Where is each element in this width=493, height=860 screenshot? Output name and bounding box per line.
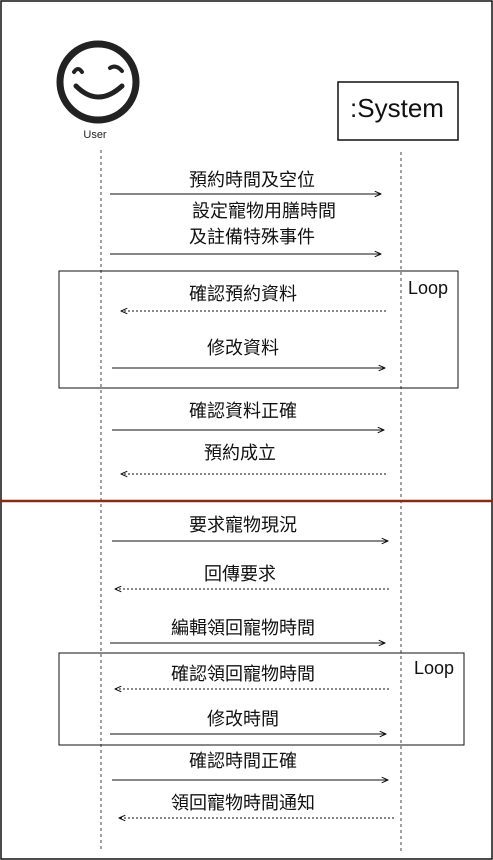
- message-label: 確認領回寵物時間: [171, 664, 315, 685]
- message-label: 修改資料: [207, 338, 279, 359]
- message-label: 確認預約資料: [189, 284, 297, 305]
- system-box: [337, 81, 459, 141]
- message-label: 編輯領回寵物時間: [171, 618, 315, 639]
- user-smiley-icon: [56, 40, 140, 124]
- system-label: :System: [350, 93, 444, 123]
- message-label: 回傳要求: [204, 564, 276, 585]
- loop-label: Loop: [408, 278, 448, 298]
- message-label: 領回寵物時間通知: [171, 793, 315, 814]
- message-label: 及註備特殊事件: [189, 227, 315, 248]
- message-label: 確認資料正確: [189, 401, 297, 422]
- loop-frame: [58, 270, 459, 389]
- message-label: 確認時間正確: [189, 751, 297, 772]
- message-label: 預約成立: [204, 443, 276, 464]
- loop-label: Loop: [414, 658, 454, 678]
- loop-frame: [58, 652, 465, 746]
- user-label: User: [83, 129, 107, 141]
- message-label: 預約時間及空位: [189, 170, 315, 191]
- message-label: 設定寵物用膳時間: [192, 201, 336, 222]
- message-label: 修改時間: [207, 709, 279, 730]
- message-label: 要求寵物現況: [189, 515, 297, 536]
